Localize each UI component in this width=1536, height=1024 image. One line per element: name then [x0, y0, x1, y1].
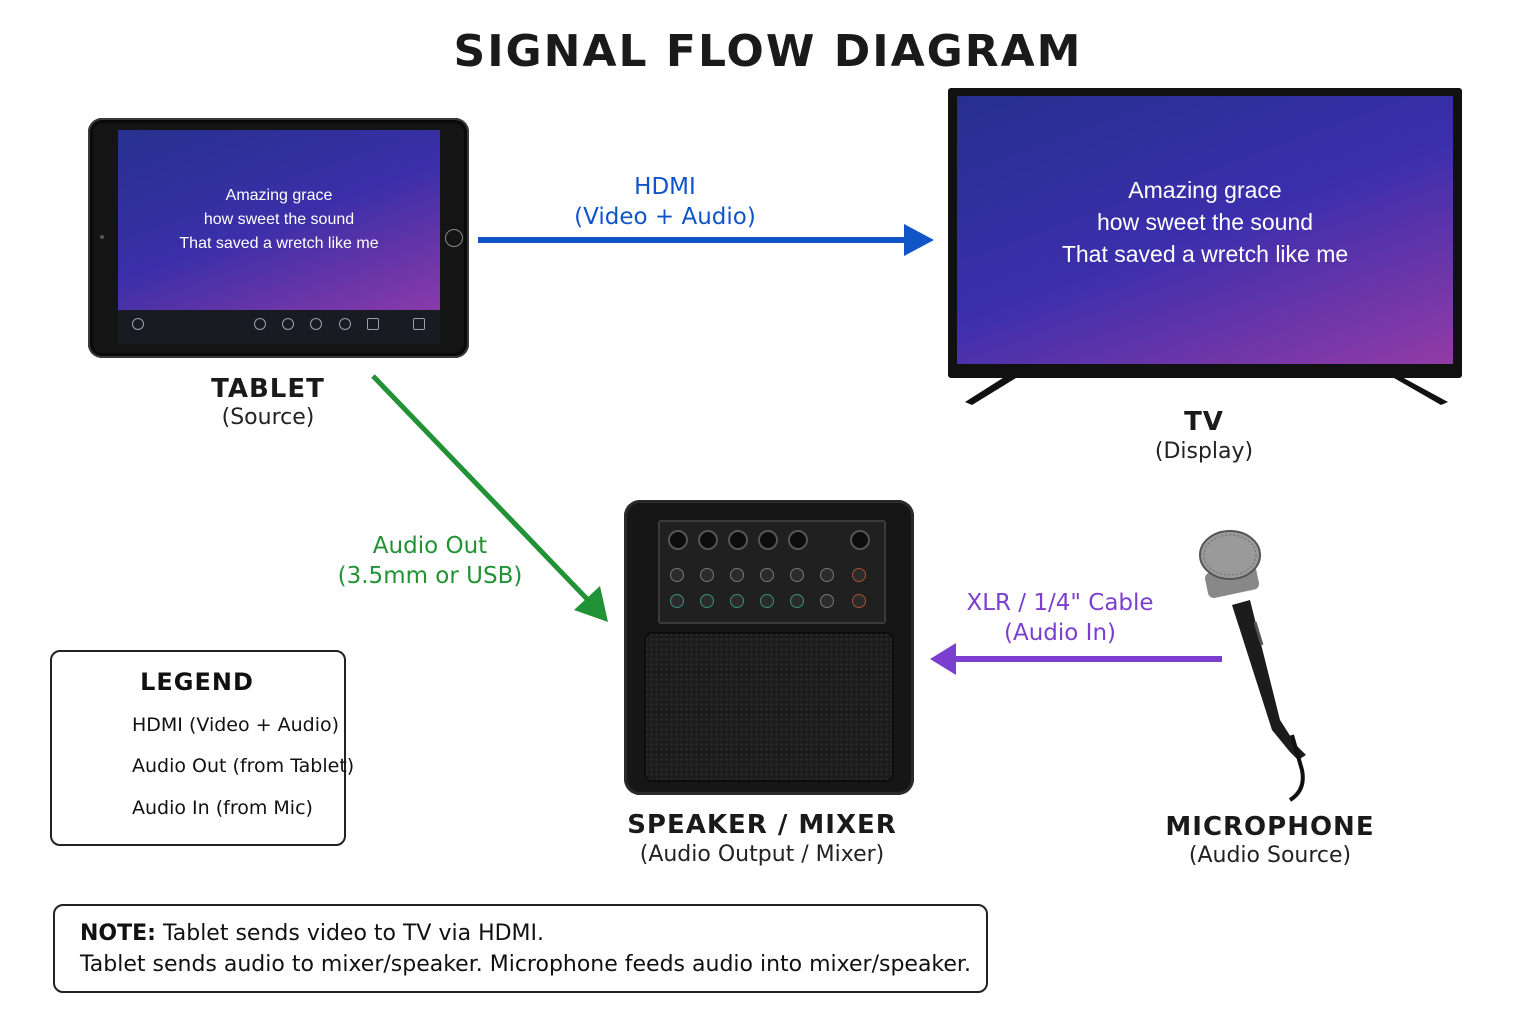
legend-box: LEGEND HDMI (Video + Audio) Audio Out (f… — [50, 650, 354, 846]
knob-icon — [700, 594, 714, 608]
note-line-1: NOTE: Tablet sends video to TV via HDMI. — [80, 921, 544, 946]
knob-icon — [852, 568, 866, 582]
tablet-lyric-line: That saved a wretch like me — [179, 235, 379, 252]
camera-icon — [100, 235, 104, 239]
audio-in-arrow — [930, 643, 1222, 675]
knob-icon — [820, 568, 834, 582]
diagram-title: SIGNAL FLOW DIAGRAM — [453, 26, 1083, 77]
tv-lyric-line: Amazing grace — [1128, 177, 1282, 203]
tv-screen: Amazing grace how sweet the sound That s… — [957, 96, 1453, 364]
input-jack-icon — [728, 530, 748, 550]
note-label: NOTE: — [80, 921, 156, 946]
input-jack-icon — [758, 530, 778, 550]
toolbar-button-icon — [132, 318, 144, 330]
knob-icon — [760, 594, 774, 608]
hdmi-arrow — [478, 224, 934, 256]
hdmi-label-line: HDMI — [634, 174, 696, 200]
toolbar-button-icon — [282, 318, 294, 330]
toolbar-button-icon — [413, 318, 425, 330]
tablet-device: Amazing grace how sweet the sound That s… — [88, 118, 469, 358]
note-line-2: Tablet sends audio to mixer/speaker. Mic… — [80, 952, 971, 977]
speaker-mixer-device — [624, 500, 914, 795]
input-jack-icon — [850, 530, 870, 550]
toolbar-button-icon — [367, 318, 379, 330]
tablet-lyric-line: Amazing grace — [225, 187, 333, 204]
knob-icon — [790, 568, 804, 582]
microphone-label: MICROPHONE — [1165, 812, 1375, 842]
audio-out-arrow — [371, 374, 608, 622]
knob-icon — [852, 594, 866, 608]
tv-label: TV — [1184, 407, 1224, 437]
input-jack-icon — [698, 530, 718, 550]
knob-icon — [790, 594, 804, 608]
note-box: NOTE: Tablet sends video to TV via HDMI.… — [53, 904, 988, 993]
microphone-role: (Audio Source) — [1188, 843, 1352, 868]
note-text: Tablet sends video to TV via HDMI. — [155, 921, 545, 946]
audio-in-label-line: XLR / 1/4" Cable — [966, 590, 1154, 616]
tablet-toolbar — [118, 310, 440, 344]
tablet-lyric-line: how sweet the sound — [203, 211, 355, 228]
mixer-panel — [658, 520, 886, 624]
tv-lyric-line: That saved a wretch like me — [1061, 241, 1349, 267]
microphone-icon — [1199, 530, 1306, 802]
knob-icon — [670, 568, 684, 582]
knob-icon — [670, 594, 684, 608]
legend-title: LEGEND — [140, 668, 254, 696]
speaker-role: (Audio Output / Mixer) — [639, 842, 885, 867]
input-jack-icon — [788, 530, 808, 550]
knob-icon — [760, 568, 774, 582]
audio-out-label: Audio Out (3.5mm or USB) — [320, 531, 540, 591]
legend-item-audio-out: Audio Out (from Tablet) — [132, 755, 355, 777]
tablet-label: TABLET — [211, 374, 325, 404]
hdmi-label: HDMI (Video + Audio) — [560, 172, 770, 232]
legend-item-audio-in: Audio In (from Mic) — [132, 797, 313, 819]
legend-item-hdmi: HDMI (Video + Audio) — [132, 714, 340, 736]
tv-right-foot — [1394, 376, 1448, 405]
audio-in-label: XLR / 1/4" Cable (Audio In) — [940, 588, 1180, 648]
speaker-grille — [644, 632, 894, 782]
hdmi-label-line: (Video + Audio) — [574, 204, 756, 230]
home-button-icon — [445, 229, 463, 247]
knob-icon — [730, 594, 744, 608]
tv-role: (Display) — [1154, 439, 1254, 464]
tv-lyric-line: how sweet the sound — [1096, 209, 1314, 235]
knob-icon — [700, 568, 714, 582]
audio-in-label-line: (Audio In) — [1004, 620, 1116, 646]
tv-device: Amazing grace how sweet the sound That s… — [948, 88, 1462, 378]
tablet-screen: Amazing grace how sweet the sound That s… — [118, 130, 440, 310]
tv-left-foot — [965, 376, 1016, 405]
toolbar-button-icon — [310, 318, 322, 330]
audio-out-label-line: (3.5mm or USB) — [337, 563, 523, 589]
tablet-role: (Source) — [221, 405, 315, 430]
speaker-label: SPEAKER / MIXER — [627, 810, 897, 840]
input-jack-icon — [668, 530, 688, 550]
knob-icon — [820, 594, 834, 608]
audio-out-label-line: Audio Out — [372, 533, 488, 559]
toolbar-button-icon — [254, 318, 266, 330]
knob-icon — [730, 568, 744, 582]
toolbar-button-icon — [339, 318, 351, 330]
